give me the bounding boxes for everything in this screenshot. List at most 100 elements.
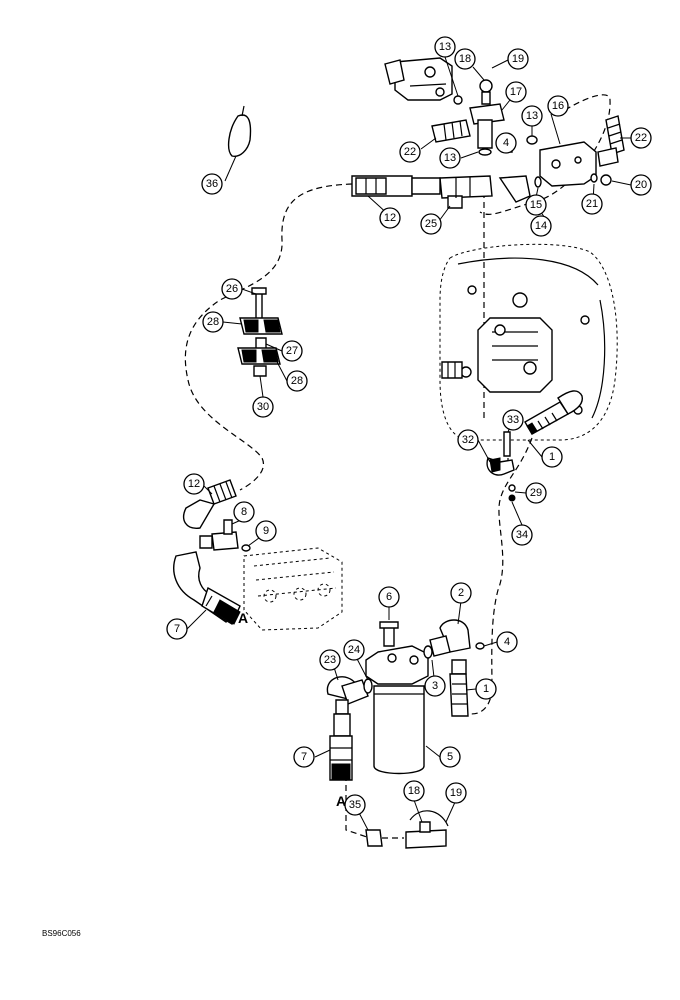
callout-34: 34 xyxy=(511,524,533,546)
connection-letter-a-bottom: A xyxy=(336,793,346,809)
svg-text:16: 16 xyxy=(552,100,564,112)
svg-text:36: 36 xyxy=(206,178,218,190)
clamp-32 xyxy=(486,431,516,502)
callout-6: 6 xyxy=(378,586,400,608)
svg-text:24: 24 xyxy=(348,644,360,656)
callout-12-lower: 12 xyxy=(183,473,205,495)
callout-17-b: 13 xyxy=(521,105,543,127)
svg-text:13: 13 xyxy=(526,110,538,122)
callout-28-upper: 28 xyxy=(202,311,224,333)
svg-text:3: 3 xyxy=(432,680,438,692)
callout-7-bottom: 7 xyxy=(293,746,315,768)
svg-text:1: 1 xyxy=(483,683,489,695)
callout-15: 16 xyxy=(547,95,569,117)
filter-head xyxy=(365,621,429,685)
hose-route-right xyxy=(461,437,533,715)
svg-text:13: 13 xyxy=(444,152,456,164)
svg-text:30: 30 xyxy=(257,401,269,413)
callout-35: 35 xyxy=(344,794,366,816)
callout-9: 9 xyxy=(255,520,277,542)
callout-29: 29 xyxy=(525,482,547,504)
svg-text:18: 18 xyxy=(459,53,471,65)
hose-7-left xyxy=(173,551,241,626)
svg-text:14: 14 xyxy=(535,220,547,232)
svg-text:6: 6 xyxy=(386,591,392,603)
callout-21: 21 xyxy=(581,193,603,215)
callout-32: 32 xyxy=(457,429,479,451)
svg-text:22: 22 xyxy=(635,132,647,144)
callout-19-b: 19 xyxy=(445,782,467,804)
callout-17-c: 13 xyxy=(439,147,461,169)
svg-text:35: 35 xyxy=(349,799,361,811)
svg-text:19: 19 xyxy=(450,787,462,799)
svg-text:7: 7 xyxy=(301,751,307,763)
svg-text:21: 21 xyxy=(586,198,598,210)
callout-12-upper: 12 xyxy=(379,207,401,229)
callout-23: 23 xyxy=(319,649,341,671)
callout-1-lower: 1 xyxy=(475,678,497,700)
elbow-2 xyxy=(423,619,485,659)
svg-text:29: 29 xyxy=(530,487,542,499)
svg-text:27: 27 xyxy=(286,345,298,357)
svg-text:12: 12 xyxy=(188,478,200,490)
svg-text:7: 7 xyxy=(174,623,180,635)
svg-text:34: 34 xyxy=(516,529,528,541)
hose-12-lower xyxy=(182,479,237,529)
callout-8: 8 xyxy=(233,501,255,523)
fittings-20-21 xyxy=(590,173,612,186)
svg-text:17: 17 xyxy=(510,86,522,98)
callout-20: 20 xyxy=(630,174,652,196)
svg-text:23: 23 xyxy=(324,654,336,666)
transmission-housing xyxy=(439,243,618,441)
hose-12-upper xyxy=(351,175,441,197)
clamp-assembly xyxy=(237,287,283,377)
svg-text:1: 1 xyxy=(549,451,555,463)
callout-18-b: 18 xyxy=(403,780,425,802)
filter-element-5 xyxy=(373,685,425,775)
tee-fitting-16 xyxy=(453,79,505,156)
callout-13: 14 xyxy=(530,215,552,237)
tee-fitting-25 xyxy=(439,175,493,209)
hose-route-upper-left xyxy=(184,183,353,491)
svg-text:9: 9 xyxy=(263,525,269,537)
svg-text:20: 20 xyxy=(635,179,647,191)
callout-25: 25 xyxy=(420,213,442,235)
control-valve-ghost xyxy=(243,547,343,631)
callout-2: 2 xyxy=(450,582,472,604)
callout-28-lower: 28 xyxy=(286,370,308,392)
svg-text:28: 28 xyxy=(207,316,219,328)
callout-22-left: 22 xyxy=(399,141,421,163)
callout-27: 27 xyxy=(281,340,303,362)
svg-text:8: 8 xyxy=(241,506,247,518)
hose-7-lower xyxy=(329,713,353,781)
svg-text:4: 4 xyxy=(503,137,509,149)
svg-text:33: 33 xyxy=(507,414,519,426)
callout-1-upper: 1 xyxy=(541,446,563,468)
svg-text:5: 5 xyxy=(447,751,453,763)
svg-text:26: 26 xyxy=(226,283,238,295)
callout-4-lower: 4 xyxy=(496,631,518,653)
elbow-23 xyxy=(326,676,373,715)
svg-text:25: 25 xyxy=(425,218,437,230)
tee-fitting-8 xyxy=(199,519,251,552)
callout-24: 24 xyxy=(343,639,365,661)
figure-code: BS96C056 xyxy=(42,929,81,938)
clamp-36 xyxy=(227,105,252,157)
hose-1-upper xyxy=(524,390,583,435)
callout-26: 26 xyxy=(221,278,243,300)
adapter-22-right xyxy=(597,115,625,167)
callout-18-a: 18 xyxy=(454,48,476,70)
callout-19-a: 19 xyxy=(507,48,529,70)
callout-33: 33 xyxy=(502,409,524,431)
svg-text:18: 18 xyxy=(408,785,420,797)
svg-text:32: 32 xyxy=(462,434,474,446)
valve-18-19 xyxy=(405,810,449,849)
svg-text:12: 12 xyxy=(384,212,396,224)
callout-4-upper: 4 xyxy=(495,132,517,154)
callout-17-a: 13 xyxy=(434,36,456,58)
callout-7-left: 7 xyxy=(166,618,188,640)
svg-text:2: 2 xyxy=(458,587,464,599)
svg-text:19: 19 xyxy=(512,53,524,65)
svg-text:28: 28 xyxy=(291,375,303,387)
